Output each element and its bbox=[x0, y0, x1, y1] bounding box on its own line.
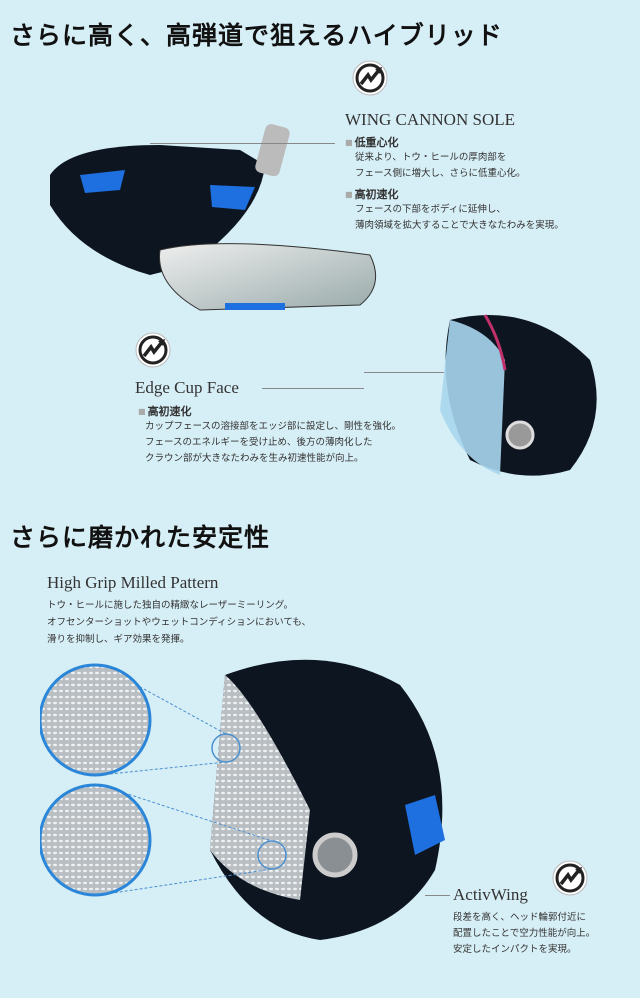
leader-line bbox=[364, 372, 444, 373]
text-line: トウ・ヒールに施した独自の精緻なレーザーミーリング。 bbox=[47, 600, 294, 611]
text-line: 配置したことで空力性能が向上。 bbox=[453, 928, 596, 939]
text-line: カップフェースの溶接部をエッジ部に設定し、剛性を強化。 bbox=[145, 421, 402, 432]
milled-pattern-title: High Grip Milled Pattern bbox=[47, 573, 219, 592]
edge-cup-head-image bbox=[440, 314, 597, 476]
hybrid-sole-image bbox=[50, 124, 377, 311]
edge-cup-title: Edge Cup Face bbox=[135, 378, 239, 397]
wing-arrow-badge-icon bbox=[352, 60, 388, 96]
text-line: 安定したインパクトを実現。 bbox=[453, 944, 577, 955]
section2-title: さらに磨かれた安定性 bbox=[10, 523, 271, 552]
text-line: 段差を高く、ヘッド輪郭付近に bbox=[453, 912, 587, 923]
wing-arrow-badge-icon bbox=[552, 860, 588, 896]
text-line: フェースのエネルギーを受け止め、後方の薄肉化した bbox=[145, 437, 373, 448]
text-line: 滑りを抑制し、ギア効果を発揮。 bbox=[47, 634, 190, 645]
activwing-text: 段差を高く、ヘッド輪郭付近に 配置したことで空力性能が向上。 安定したインパクト… bbox=[453, 910, 595, 958]
text-line: フェース側に増大し、さらに低重心化。 bbox=[355, 168, 526, 179]
text-line: クラウン部が大きなたわみを生み初速性能が向上。 bbox=[145, 453, 364, 464]
wing-arrow-badge-icon bbox=[135, 332, 171, 368]
edge-cup-heading: 高初速化 bbox=[138, 403, 192, 419]
wing-cannon-point-1-heading: 低重心化 bbox=[345, 134, 399, 150]
section1-title: さらに高く、高弾道で狙えるハイブリッド bbox=[10, 21, 503, 50]
edge-cup-text: カップフェースの溶接部をエッジ部に設定し、剛性を強化。 フェースのエネルギーを受… bbox=[145, 419, 401, 467]
leader-line bbox=[262, 388, 364, 389]
text-line: 薄肉領域を拡大することで大きなたわみを実現。 bbox=[355, 220, 564, 231]
milled-pattern-text: トウ・ヒールに施した独自の精緻なレーザーミーリング。 オフセンターショットやウェ… bbox=[47, 597, 311, 648]
leader-line bbox=[150, 143, 335, 144]
leader-line bbox=[425, 895, 450, 896]
wing-cannon-point-1-text: 従来より、トウ・ヒールの厚肉部を フェース側に増大し、さらに低重心化。 bbox=[355, 150, 526, 182]
text-line: オフセンターショットやウェットコンディションにおいても、 bbox=[47, 617, 312, 628]
wing-cannon-point-2-heading: 高初速化 bbox=[345, 186, 399, 202]
wing-cannon-point-2-text: フェースの下部をボディに延伸し、 薄肉領域を拡大することで大きなたわみを実現。 bbox=[355, 202, 564, 234]
fairway-head-image bbox=[40, 659, 445, 940]
text-line: フェースの下部をボディに延伸し、 bbox=[355, 204, 506, 215]
wing-cannon-title: WING CANNON SOLE bbox=[345, 110, 515, 129]
text-line: 従来より、トウ・ヒールの厚肉部を bbox=[355, 152, 507, 163]
activwing-title: ActivWing bbox=[453, 885, 528, 904]
